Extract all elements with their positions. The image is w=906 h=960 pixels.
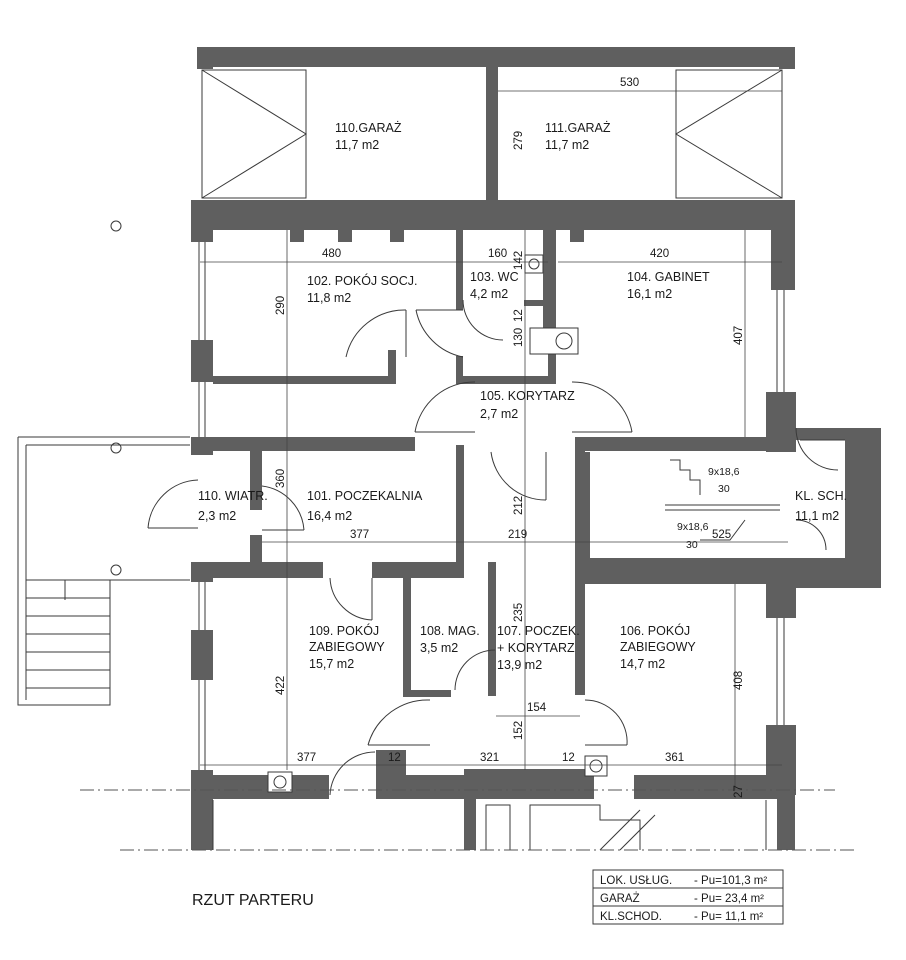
dim-160: 160 bbox=[488, 248, 507, 260]
dim-12-left: 12 bbox=[388, 752, 401, 764]
room-111-garage-area: 11,7 m2 bbox=[545, 138, 589, 152]
room-107-name-line2: + KORYTARZ bbox=[497, 641, 575, 655]
room-109-name-line1: 109. POKÓJ bbox=[309, 623, 379, 638]
room-106-name-line1: 106. POKÓJ bbox=[620, 623, 690, 638]
plan-title: RZUT PARTERU bbox=[192, 892, 314, 909]
area-row-value-2: - Pu= 23,4 m² bbox=[694, 893, 764, 905]
area-row-label-3: KL.SCHOD. bbox=[600, 911, 662, 923]
room-106-area: 14,7 m2 bbox=[620, 657, 665, 671]
stair-lower-count: 30 bbox=[686, 539, 698, 551]
room-102-area: 11,8 m2 bbox=[307, 291, 351, 305]
garage-block bbox=[191, 47, 795, 230]
room-103-area: 4,2 m2 bbox=[470, 287, 508, 301]
dim-525: 525 bbox=[712, 529, 731, 541]
room-105-name: 105. KORYTARZ bbox=[480, 389, 575, 403]
dim-12-top: 12 bbox=[513, 309, 525, 322]
room-109-area: 15,7 m2 bbox=[309, 657, 354, 671]
room-107-area: 13,9 m2 bbox=[497, 658, 542, 672]
room-108-name: 108. MAG. bbox=[420, 624, 480, 638]
stair-upper-count: 30 bbox=[718, 483, 730, 495]
dim-361: 361 bbox=[665, 752, 684, 764]
dim-290: 290 bbox=[275, 296, 287, 315]
room-108-area: 3,5 m2 bbox=[420, 641, 458, 655]
dim-154: 154 bbox=[527, 702, 547, 714]
room-staircase-area: 11,1 m2 bbox=[795, 509, 839, 523]
room-staircase-name: KL. SCH. bbox=[795, 489, 847, 503]
dim-422: 422 bbox=[275, 676, 287, 695]
doors bbox=[147, 299, 839, 796]
stair-labels: 9x18,6 30 9x18,6 30 bbox=[677, 466, 740, 551]
area-table: LOK. USŁUG. - Pu=101,3 m² GARAŻ - Pu= 23… bbox=[592, 869, 784, 925]
dim-377-middle: 377 bbox=[350, 529, 369, 541]
area-row-label-1: LOK. USŁUG. bbox=[600, 875, 672, 887]
room-101-name: 101. POCZEKALNIA bbox=[307, 489, 423, 503]
staircase bbox=[17, 220, 780, 706]
dim-321: 321 bbox=[480, 752, 499, 764]
dim-360: 360 bbox=[275, 469, 287, 488]
dim-407: 407 bbox=[733, 326, 745, 345]
dim-12-right: 12 bbox=[562, 752, 575, 764]
dim-408: 408 bbox=[733, 671, 745, 690]
area-row-value-3: - Pu= 11,1 m² bbox=[694, 911, 763, 923]
room-101-area: 16,4 m2 bbox=[307, 509, 352, 523]
room-110-vestibule-area: 2,3 m2 bbox=[198, 509, 236, 523]
dim-480: 480 bbox=[322, 248, 341, 260]
room-104-area: 16,1 m2 bbox=[627, 287, 672, 301]
area-row-value-1: - Pu=101,3 m² bbox=[694, 875, 767, 887]
dim-235: 235 bbox=[513, 603, 525, 622]
room-110-garage-area: 11,7 m2 bbox=[335, 138, 379, 152]
area-row-label-2: GARAŻ bbox=[600, 892, 640, 905]
room-109-name-line2: ZABIEGOWY bbox=[309, 640, 385, 654]
dimension-lines bbox=[80, 230, 835, 791]
dim-530: 530 bbox=[620, 77, 639, 89]
dim-142: 142 bbox=[513, 251, 525, 270]
room-labels: 110.GARAŻ 11,7 m2 111.GARAŻ 11,7 m2 102.… bbox=[198, 121, 847, 672]
dimension-labels: 530 279 480 290 160 142 12 130 420 407 3… bbox=[275, 77, 745, 798]
room-110-garage-name: 110.GARAŻ bbox=[335, 121, 402, 135]
fixtures bbox=[267, 254, 608, 793]
dim-420: 420 bbox=[650, 248, 669, 260]
room-106-name-line2: ZABIEGOWY bbox=[620, 640, 696, 654]
room-105-area: 2,7 m2 bbox=[480, 407, 518, 421]
room-104-name: 104. GABINET bbox=[627, 270, 710, 284]
room-107-name-line1: 107. POCZEK. bbox=[497, 624, 580, 638]
stair-lower-size: 9x18,6 bbox=[677, 521, 709, 533]
dim-130: 130 bbox=[513, 328, 525, 347]
dim-152: 152 bbox=[513, 721, 525, 740]
room-111-garage-name: 111.GARAŻ bbox=[545, 121, 611, 135]
dim-212: 212 bbox=[513, 496, 525, 515]
dim-377-bottom: 377 bbox=[297, 752, 316, 764]
room-102-name: 102. POKÓJ SOCJ. bbox=[307, 273, 417, 288]
room-103-name: 103. WC bbox=[470, 270, 519, 284]
stair-upper-size: 9x18,6 bbox=[708, 466, 740, 478]
room-110-vestibule-name: 110. WIATR. bbox=[198, 489, 268, 503]
dim-219: 219 bbox=[508, 529, 527, 541]
dim-27: 27 bbox=[733, 785, 745, 798]
dim-279: 279 bbox=[513, 131, 525, 150]
